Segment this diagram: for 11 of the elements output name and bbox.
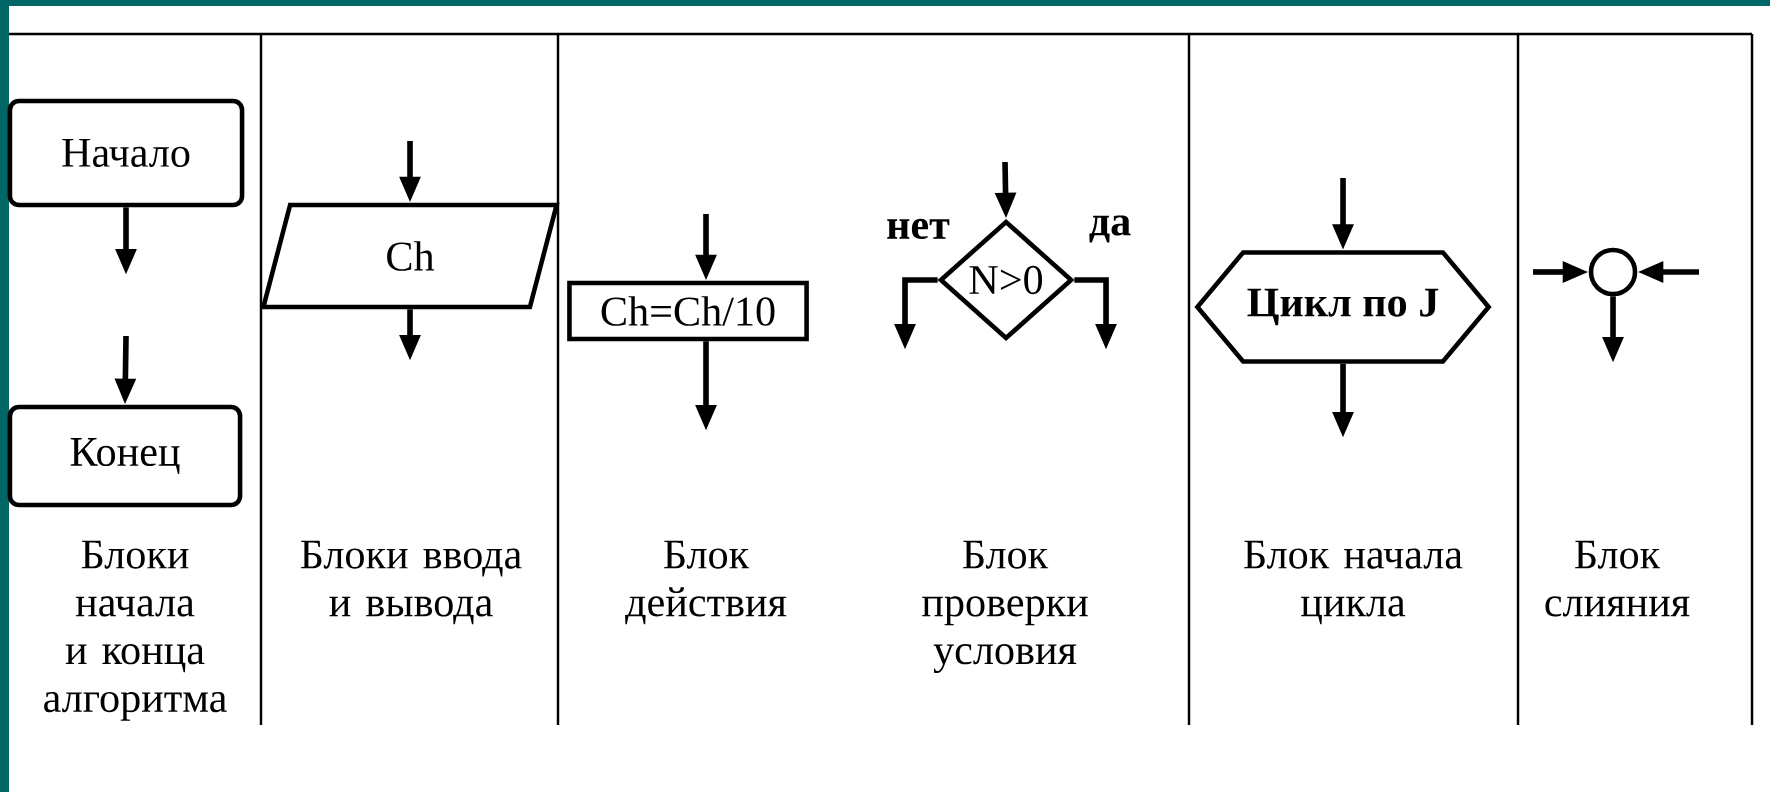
terminal-box: Конец	[7, 404, 243, 508]
terminal-box: Начало	[7, 98, 245, 208]
block-caption: Блоки ввода и вывода	[300, 540, 522, 625]
process-box: Ch=Ch/10	[567, 280, 809, 342]
edge-label: да	[1089, 215, 1131, 243]
loop-hexagon: Цикл по J	[1194, 250, 1492, 364]
block-caption: Блок слияния	[1545, 540, 1690, 617]
connector-circle	[1588, 247, 1638, 297]
block-caption: Блок начала цикла	[1244, 540, 1463, 625]
block-caption: Блок проверки условия	[922, 540, 1088, 674]
block-caption: Блок действия	[625, 540, 787, 625]
